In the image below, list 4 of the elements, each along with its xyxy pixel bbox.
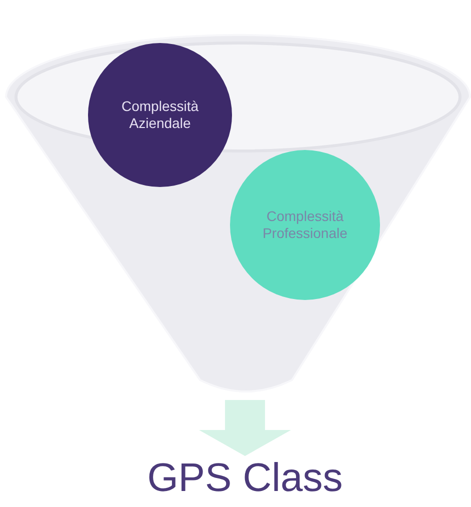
circle-label: Complessità Aziendale [120,98,200,132]
circle-label: Complessità Professionale [262,208,348,242]
result-text: GPS Class [140,452,350,504]
block-arrow [199,400,291,456]
